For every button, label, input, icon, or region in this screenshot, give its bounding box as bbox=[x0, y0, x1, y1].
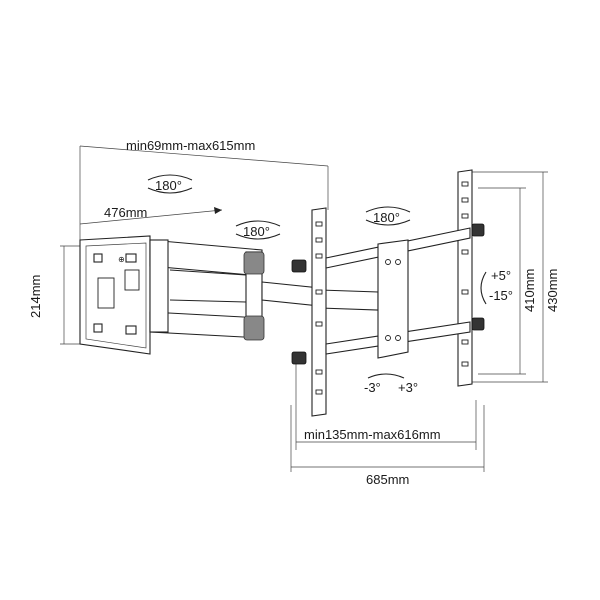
level-right-label: +3° bbox=[398, 380, 418, 395]
bolt-clamp bbox=[471, 317, 485, 331]
swivel-arrow-middle bbox=[235, 220, 281, 227]
wall-plate-height-label: 214mm bbox=[28, 275, 43, 318]
tv-plate-centre bbox=[377, 239, 409, 359]
arm-extension-line bbox=[79, 145, 329, 167]
tilt-arrow bbox=[480, 271, 487, 305]
dimension-lines bbox=[60, 145, 548, 472]
tv-plate-inner-width-label: min135mm-max616mm bbox=[304, 427, 441, 442]
tv-plate-outer-height-label: 430mm bbox=[545, 269, 560, 312]
svg-text:⊕: ⊕ bbox=[118, 255, 125, 264]
wall-plate-slot bbox=[93, 323, 103, 333]
second-arm bbox=[261, 281, 321, 307]
tilt-up-label: +5° bbox=[491, 268, 511, 283]
swivel-arrow-top bbox=[147, 174, 193, 181]
tv-plate-inner-height-label: 410mm bbox=[522, 269, 537, 312]
bolt-clamp bbox=[291, 259, 307, 273]
wall-plate-width-line bbox=[79, 209, 223, 225]
rail-holes bbox=[315, 181, 469, 395]
head-swivel-label: 180° bbox=[373, 210, 400, 225]
tv-plate bbox=[291, 169, 485, 417]
bolt-clamp bbox=[291, 351, 307, 365]
tilt-down-label: -15° bbox=[489, 288, 513, 303]
wall-plate: ⊕ bbox=[79, 235, 151, 355]
tv-plate-outer-width-label: 685mm bbox=[366, 472, 409, 487]
labels: min69mm-max615mm 476mm 214mm 410mm 430mm… bbox=[28, 138, 560, 487]
level-arrow bbox=[367, 373, 405, 379]
rotation-arrows bbox=[147, 174, 487, 379]
bolt-clamp bbox=[471, 223, 485, 237]
wall-plate-slot bbox=[93, 253, 103, 263]
articulating-arms bbox=[149, 239, 379, 341]
wall-plate-slot bbox=[125, 325, 137, 335]
wall-plate-slot bbox=[125, 253, 137, 263]
level-left-label: -3° bbox=[364, 380, 381, 395]
arm-extension-label: min69mm-max615mm bbox=[126, 138, 255, 153]
top-swivel-label: 180° bbox=[155, 178, 182, 193]
swivel-arrow-head bbox=[365, 206, 411, 213]
wall-plate-width-label: 476mm bbox=[104, 205, 147, 220]
middle-swivel-label: 180° bbox=[243, 224, 270, 239]
tv-plate-left-rail bbox=[311, 207, 327, 417]
